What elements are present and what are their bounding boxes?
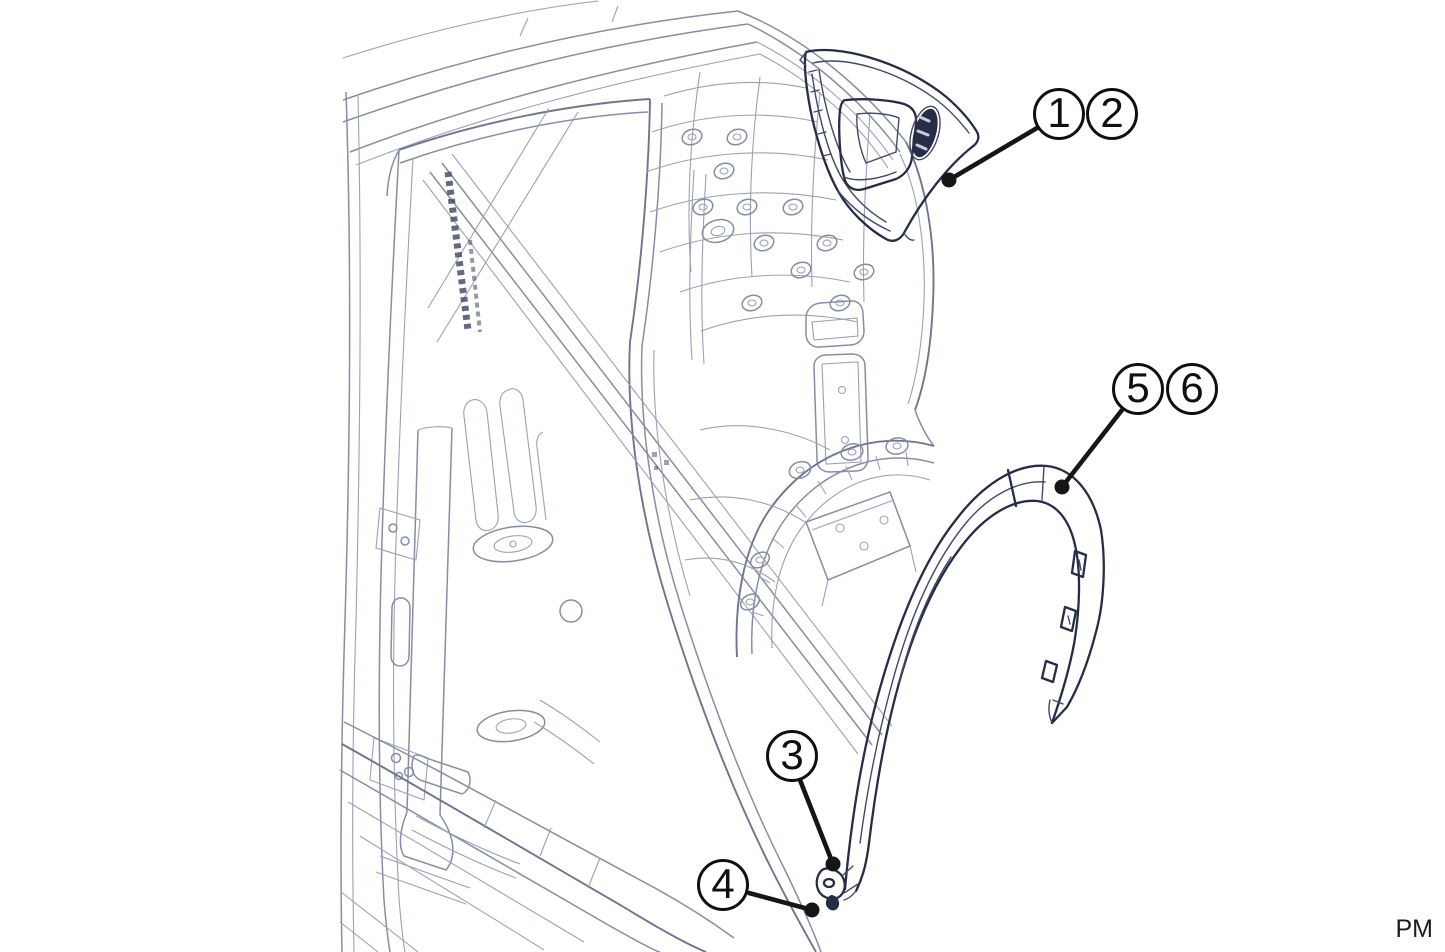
car-body-wireframe-drawing [339,0,935,952]
retaining-clip [825,895,840,911]
illegible-part-number-marking [444,171,472,331]
fastener-boss-centers [687,133,869,307]
callout-2: 2 [1086,88,1138,140]
molding-end-fastener-hole [815,865,859,901]
leader-4 [746,890,820,918]
leader-3 [797,777,841,872]
fastener-bosses [681,128,875,312]
callout-4-label: 4 [711,859,735,907]
callout-1: 1 [1033,88,1085,140]
page-code: PM [1395,915,1434,943]
callout-6-label: 6 [1180,363,1204,411]
quarter-glass-trim-drawing [799,48,980,242]
wheel-arch-molding-drawing [815,464,1105,911]
callout-6: 6 [1166,363,1218,415]
callout-5-label: 5 [1126,363,1150,411]
arch-fastener-centers [745,442,902,606]
leader-1-2 [941,125,1040,188]
callout-4: 4 [697,859,749,911]
callout-3-label: 3 [780,730,804,778]
brand-emblem [909,105,941,161]
callout-3: 3 [766,730,818,782]
arch-fasteners [739,437,909,611]
callout-1-label: 1 [1047,88,1071,136]
callout-2-label: 2 [1100,88,1124,136]
callout-5: 5 [1112,363,1164,415]
callout-leader-lines [746,125,1125,918]
leader-5-6 [1054,407,1125,495]
